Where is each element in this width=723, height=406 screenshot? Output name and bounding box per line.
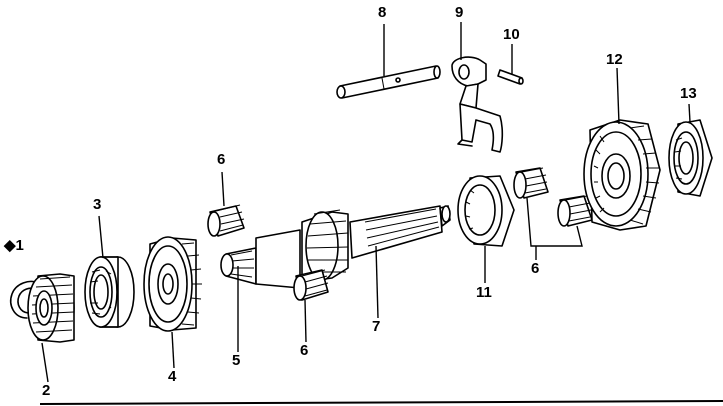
part-5-spline [220, 247, 257, 285]
callout-7: 7 [372, 318, 381, 335]
callout-4: 4 [168, 368, 177, 385]
part-8-shift-rod [336, 65, 441, 99]
callout-9: 9 [455, 4, 464, 21]
callout-6-right: 6 [531, 260, 540, 277]
callout-6-lower: 6 [300, 342, 309, 359]
part-6-needle-bearing-c [513, 167, 549, 199]
callout-3: 3 [93, 196, 102, 213]
part-4-gear [143, 236, 202, 332]
frame-line [39, 400, 723, 405]
callout-8: 8 [378, 4, 387, 21]
part-3-bearing [84, 256, 135, 328]
callout-13: 13 [680, 85, 697, 102]
part-2-small-gear [27, 273, 75, 343]
part-13-bearing [668, 119, 713, 197]
part-12-large-gear [583, 119, 661, 231]
part-6-needle-bearing-b [293, 269, 329, 301]
part-10-pin [497, 69, 524, 85]
part-7-shaft [255, 205, 451, 289]
part-11-synchro-sleeve [457, 175, 515, 247]
callout-2: 2 [42, 382, 51, 399]
leader-lines [41, 22, 691, 383]
callout-10: 10 [503, 26, 520, 43]
callout-11: 11 [476, 284, 492, 301]
part-1-snap-ring [10, 280, 39, 319]
callout-5: 5 [232, 352, 241, 369]
callout-6-upper-left: 6 [217, 151, 226, 168]
callout-1: ◆1 [4, 237, 24, 254]
part-9-shift-fork [451, 56, 504, 153]
part-6-needle-bearing-a [207, 204, 245, 237]
callout-12: 12 [606, 51, 623, 68]
part-6-needle-bearing-d [557, 195, 593, 227]
